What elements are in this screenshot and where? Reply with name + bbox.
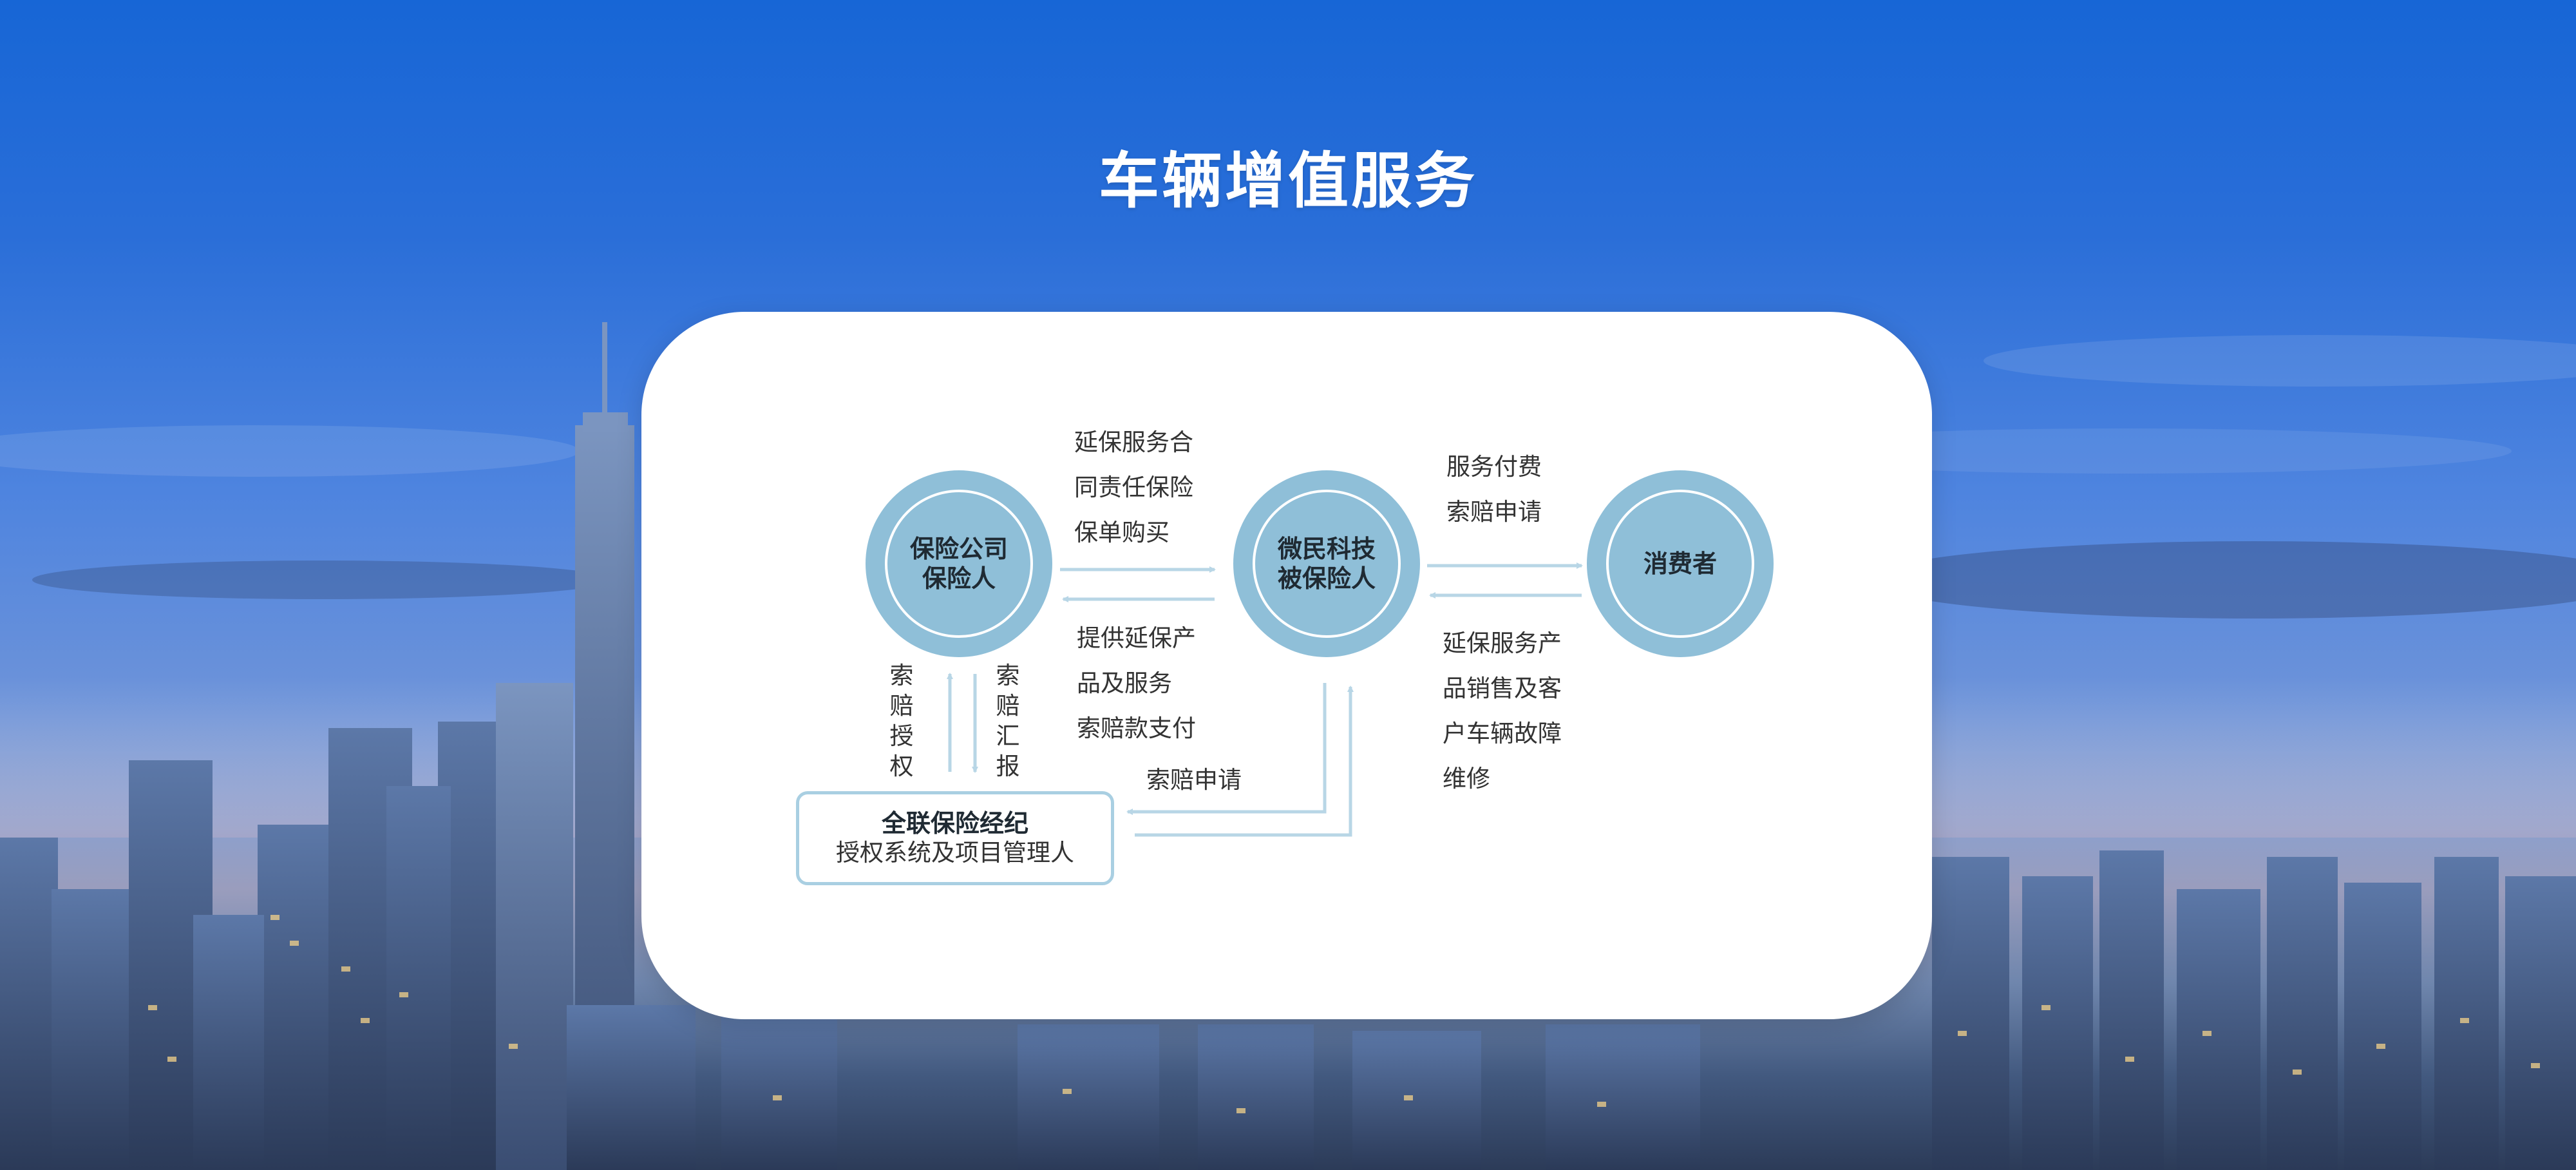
page-title: 车辆增值服务 bbox=[1098, 146, 1477, 216]
edge-label-claim-report: 索赔汇报 bbox=[996, 662, 1020, 780]
arrow-weimin-to-broker bbox=[1126, 683, 1327, 815]
node-consumer-inner: 消费者 bbox=[1606, 490, 1754, 638]
edge-label-line: 品销售及客 bbox=[1443, 675, 1562, 702]
edge-label-line: 同责任保险 bbox=[1074, 474, 1193, 501]
diagram-card bbox=[641, 312, 1932, 1019]
node-weimin-inner: 微民科技 被保险人 bbox=[1253, 490, 1401, 638]
edge-label-line: 提供延保产 bbox=[1077, 624, 1196, 652]
edge-label-line: 维修 bbox=[1443, 765, 1490, 792]
edge-label-contract: 延保服务合 同责任保险 保单购买 bbox=[1074, 420, 1193, 555]
edge-label-provide-service: 提供延保产 品及服务 索赔款支付 bbox=[1077, 616, 1196, 751]
node-insurer-inner: 保险公司 保险人 bbox=[885, 490, 1033, 638]
edge-label-line: 品及服务 bbox=[1077, 669, 1172, 697]
node-broker: 全联保险经纪 授权系统及项目管理人 bbox=[796, 791, 1114, 885]
edge-label-line: 户车辆故障 bbox=[1443, 720, 1562, 747]
node-insurer: 保险公司 保险人 bbox=[866, 470, 1052, 657]
node-insurer-line1: 保险公司 bbox=[909, 535, 1008, 563]
flow-arrows bbox=[947, 562, 1583, 837]
edge-label-line: 服务付费 bbox=[1446, 453, 1542, 481]
edge-label-claim-authorize: 索赔授权 bbox=[889, 662, 914, 780]
node-consumer: 消费者 bbox=[1587, 470, 1774, 657]
edge-label-sales-repair: 延保服务产 品销售及客 户车辆故障 维修 bbox=[1443, 621, 1562, 801]
node-weimin-line1: 微民科技 bbox=[1277, 535, 1376, 563]
node-consumer-line1: 消费者 bbox=[1643, 550, 1717, 578]
edge-label-payment: 服务付费 索赔申请 bbox=[1446, 445, 1542, 535]
edge-label-line: 索赔款支付 bbox=[1077, 714, 1196, 742]
edge-label-line: 延保服务产 bbox=[1443, 629, 1562, 657]
node-broker-title: 全联保险经纪 bbox=[881, 809, 1028, 838]
node-weimin-line2: 被保险人 bbox=[1277, 564, 1376, 593]
arrow-broker-to-weimin bbox=[1135, 686, 1354, 837]
node-insurer-line2: 保险人 bbox=[922, 564, 996, 593]
edge-label-line: 保单购买 bbox=[1074, 519, 1170, 546]
flow-diagram: 保险公司 保险人 微民科技 被保险人 消费者 全联保险经纪 授权系统及项目管理人… bbox=[641, 312, 1932, 1019]
edge-label-claim-apply: 索赔申请 bbox=[1146, 766, 1242, 794]
node-weimin: 微民科技 被保险人 bbox=[1233, 470, 1420, 657]
edge-label-line: 索赔申请 bbox=[1446, 498, 1542, 526]
edge-label-line: 延保服务合 bbox=[1074, 428, 1193, 456]
node-broker-subtitle: 授权系统及项目管理人 bbox=[836, 839, 1074, 867]
